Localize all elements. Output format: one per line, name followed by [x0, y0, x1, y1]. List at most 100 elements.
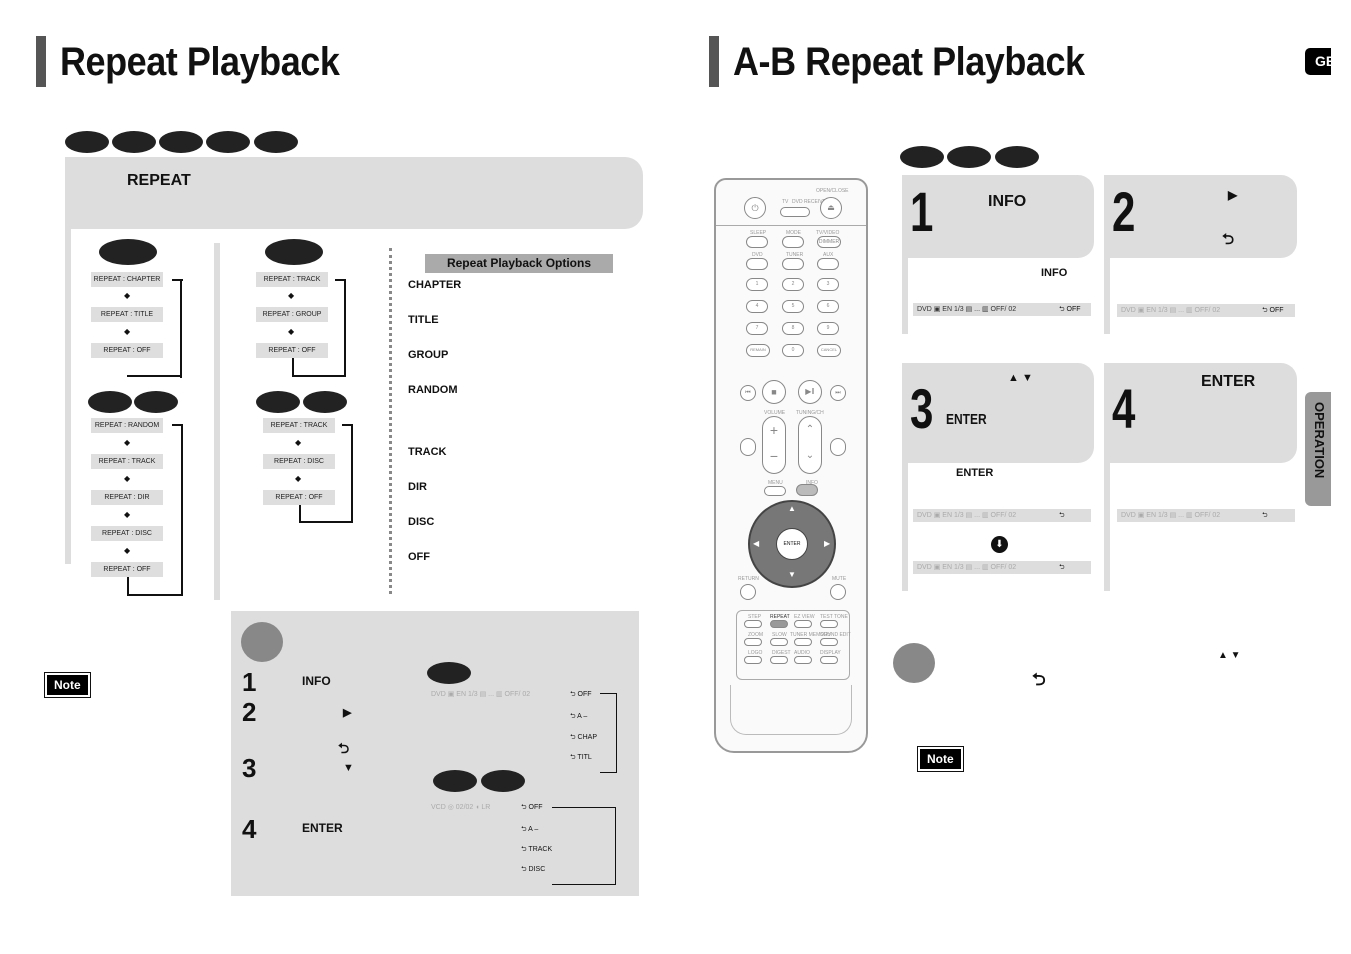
down-arrow-icon: ◆: [295, 438, 302, 447]
down-arrow-icon: ◆: [124, 291, 131, 300]
effect-button[interactable]: [830, 438, 846, 456]
up-icon[interactable]: ▲: [788, 504, 796, 513]
flow-item: REPEAT : OFF: [91, 562, 163, 577]
remote-label: VOLUME: [764, 410, 786, 416]
remote-label: SLEEP: [750, 230, 767, 236]
osd-cycle-item: ⮌ TRACK: [521, 846, 553, 853]
note-badge: Note: [917, 746, 964, 772]
digit-button[interactable]: 1: [746, 278, 768, 291]
remote-label: EZ VIEW: [794, 614, 815, 620]
option-group: GROUP: [408, 349, 449, 361]
dvd-button[interactable]: [746, 258, 768, 270]
remote-label: AUDIO: [794, 650, 810, 656]
option-random: RANDOM: [408, 384, 458, 396]
digit-button[interactable]: 4: [746, 300, 768, 313]
repeat-icon: ⮌: [1222, 231, 1235, 248]
disc-icon: [134, 391, 178, 413]
osd-state: ⮌ OFF: [570, 691, 592, 698]
remote-label: LOGO: [748, 650, 763, 656]
prev-icon[interactable]: ⏮: [740, 385, 756, 401]
volume-rocker[interactable]: +−: [762, 416, 786, 474]
remote-label: TV: [782, 199, 789, 205]
page-title: A-B Repeat Playback: [733, 40, 1085, 84]
loop-line: [335, 279, 346, 281]
panel-edge: [1104, 463, 1110, 591]
step-number: 2: [1112, 180, 1136, 243]
digit-button[interactable]: 9: [817, 322, 839, 335]
disc-icon: [88, 391, 132, 413]
down-arrow-icon: ◆: [288, 327, 295, 336]
down-arrow-icon: ◆: [124, 546, 131, 555]
mute-button[interactable]: [830, 584, 846, 600]
osd-state: ⮌: [1059, 564, 1065, 571]
digit-button[interactable]: 3: [817, 278, 839, 291]
down-arrow-icon: ◆: [295, 474, 302, 483]
sound-edit-button[interactable]: [820, 638, 838, 646]
disc-icon: [481, 770, 525, 792]
remote-label: RETURN: [738, 576, 759, 582]
tuner-memory-button[interactable]: [794, 638, 812, 646]
menu-button[interactable]: [764, 486, 786, 496]
zoom-button[interactable]: [744, 638, 762, 646]
mode-button[interactable]: [782, 236, 804, 248]
play-icon: ▶: [343, 707, 352, 719]
loop-line: [181, 424, 183, 596]
slow-button[interactable]: [770, 638, 788, 646]
down-icon[interactable]: ▼: [788, 570, 796, 579]
left-icon[interactable]: ◀: [753, 539, 760, 548]
sound-mode-button[interactable]: [740, 438, 756, 456]
repeat-label: REPEAT: [127, 172, 191, 189]
repeat-button[interactable]: [770, 620, 788, 628]
step-button[interactable]: [744, 620, 762, 628]
power-button[interactable]: ⏻: [744, 197, 766, 219]
ez-view-button[interactable]: [794, 620, 812, 628]
logo-button[interactable]: [744, 656, 762, 664]
down-arrow-icon: ◆: [288, 291, 295, 300]
remain-button[interactable]: REMAIN: [746, 344, 770, 357]
tuner-button[interactable]: [782, 258, 804, 270]
next-icon[interactable]: ⏭: [830, 385, 846, 401]
digest-button[interactable]: [770, 656, 788, 664]
remote-label: DISPLAY: [820, 650, 841, 656]
osd-state: ⮌: [1262, 512, 1268, 519]
remote-label: DIGEST: [772, 650, 791, 656]
enter-button[interactable]: ENTER: [776, 528, 808, 560]
test-tone-button[interactable]: [820, 620, 838, 628]
digit-button[interactable]: 7: [746, 322, 768, 335]
digit-button[interactable]: 6: [817, 300, 839, 313]
flow-item: REPEAT : TRACK: [256, 272, 328, 287]
bottom-button-panel: [736, 610, 850, 680]
return-button[interactable]: [740, 584, 756, 600]
option-title: TITLE: [408, 314, 439, 326]
step-text: INFO: [302, 674, 331, 688]
digit-button[interactable]: 2: [782, 278, 804, 291]
play-pause-icon[interactable]: ▶‖: [798, 380, 822, 404]
info-button[interactable]: [796, 484, 818, 496]
loop-line: [344, 279, 346, 377]
tuning-rocker[interactable]: ⌃⌄: [798, 416, 822, 474]
dimmer-button[interactable]: DIMMER: [817, 236, 841, 248]
digit-button[interactable]: 0: [782, 344, 804, 357]
step-sub: INFO: [1041, 267, 1068, 279]
mode-switch[interactable]: [780, 207, 810, 217]
aux-button[interactable]: [817, 258, 839, 270]
sleep-button[interactable]: [746, 236, 768, 248]
osd-cycle-item: ⮌ A –: [521, 826, 539, 833]
cancel-button[interactable]: CANCEL: [817, 344, 841, 357]
digit-button[interactable]: 5: [782, 300, 804, 313]
stop-icon[interactable]: ■: [762, 380, 786, 404]
audio-button[interactable]: [794, 656, 812, 664]
step-text: ENTER: [302, 821, 343, 835]
right-icon[interactable]: ▶: [824, 539, 831, 548]
digit-button[interactable]: 8: [782, 322, 804, 335]
eject-button[interactable]: ⏏: [820, 197, 842, 219]
flow-item: REPEAT : OFF: [256, 343, 328, 358]
option-off: OFF: [408, 551, 430, 563]
tip-circle: [893, 643, 935, 683]
step-text: ENTER: [1201, 373, 1256, 390]
step-number: 3: [242, 753, 257, 783]
down-icon: ▼: [343, 762, 354, 774]
display-button[interactable]: [820, 656, 838, 664]
side-tab: [1305, 392, 1331, 506]
loop-line: [180, 279, 182, 378]
